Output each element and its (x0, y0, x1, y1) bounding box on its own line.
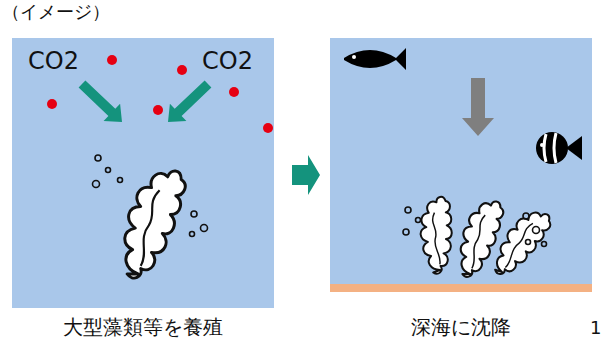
deep-sea-panel: 深海に沈降 (330, 38, 592, 292)
flow-arrow (292, 155, 320, 195)
seaweed-cultivation-illustration (12, 38, 274, 308)
co2-label: CO2 (202, 48, 253, 74)
panel-caption: 深海に沈降 (411, 316, 511, 338)
cultivation-panel: CO2CO2大型藻類等を養殖 (12, 38, 274, 308)
page-number: 1 (590, 318, 601, 338)
image-note: （イメージ） (2, 2, 110, 22)
sinking-illustration (330, 38, 592, 292)
co2-label: CO2 (28, 48, 79, 74)
panel-caption: 大型藻類等を養殖 (63, 316, 223, 338)
